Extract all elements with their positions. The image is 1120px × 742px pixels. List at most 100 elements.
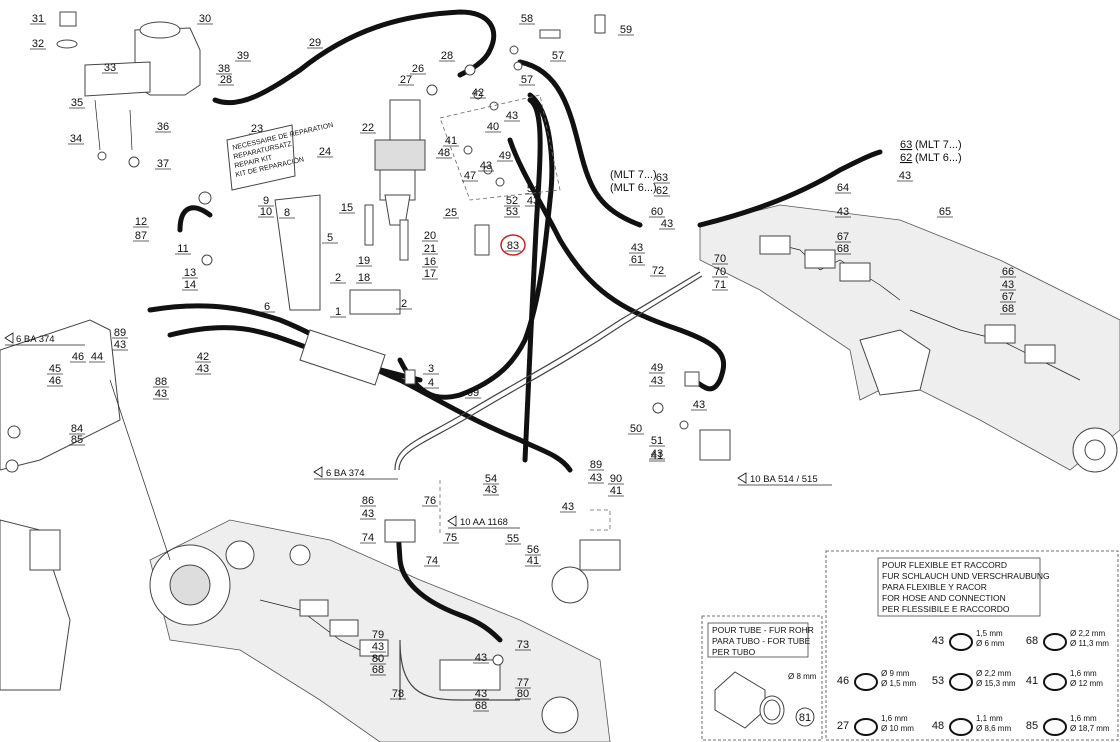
- callout-43: 43: [485, 484, 497, 496]
- legend-size-a: 1,5 mm: [976, 629, 1003, 638]
- tube-legend-81: 81: [799, 712, 811, 724]
- legend-size-b: Ø 18,7 mm: [1070, 724, 1110, 733]
- legend-item-85: 85 1,6 mmØ 18,7 mm: [1026, 714, 1110, 736]
- o-ring-icon: [949, 718, 973, 736]
- callout-86: 86: [362, 495, 374, 507]
- legend-num: 85: [1026, 720, 1038, 732]
- callout-48: 48: [438, 147, 450, 159]
- callout-68: 68: [475, 700, 487, 712]
- svg-text:PER TUBO: PER TUBO: [712, 647, 756, 657]
- callout-41: 41: [610, 485, 622, 497]
- legend-size-a: Ø 9 mm: [881, 669, 910, 678]
- callout-58: 58: [521, 13, 533, 25]
- legend-item-43: 431,5 mmØ 6 mm: [932, 629, 1005, 651]
- callout-68: 68: [837, 243, 849, 255]
- callout-1: 1: [335, 306, 341, 318]
- callout-43: 43: [590, 472, 602, 484]
- legend-size-b: Ø 8,6 mm: [976, 724, 1011, 733]
- model-ref-63-text: (MLT 7...): [915, 139, 962, 151]
- callout-44: 44: [91, 351, 103, 363]
- o-ring-icon: [949, 633, 973, 651]
- model-ref-62-text: (MLT 6...): [915, 152, 962, 164]
- callout-33: 33: [104, 62, 116, 74]
- callout-67: 67: [1002, 291, 1014, 303]
- callout-42: 42: [472, 87, 484, 99]
- callout-37: 37: [157, 158, 169, 170]
- cross-ref-3: 10 AA 1168: [447, 515, 520, 529]
- callout-43: 43: [899, 170, 911, 182]
- legend-item-46: 46 Ø 9 mmØ 1,5 mm: [837, 669, 916, 691]
- svg-text:10 BA 514 / 515: 10 BA 514 / 515: [750, 474, 818, 485]
- callout-42: 42: [197, 351, 209, 363]
- svg-text:POUR FLEXIBLE ET RACCORD: POUR FLEXIBLE ET RACCORD: [882, 560, 1007, 570]
- callout-18: 18: [358, 272, 370, 284]
- callout-78: 78: [392, 688, 404, 700]
- legend-size-b: Ø 1,5 mm: [881, 679, 916, 688]
- legend-size-b: Ø 11,3 mm: [1070, 639, 1109, 648]
- callout-43: 43: [197, 363, 209, 375]
- callout-56: 56: [527, 544, 539, 556]
- cross-ref-1: 6 BA 374: [4, 332, 85, 346]
- legend-size-b: Ø 10 mm: [881, 724, 914, 733]
- svg-text:6 BA 374: 6 BA 374: [16, 334, 55, 345]
- callout-46: 46: [72, 351, 84, 363]
- legend-item-53: 53Ø 2,2 mmØ 15,3 mm: [932, 669, 1016, 691]
- svg-text:POUR TUBE - FUR ROHR: POUR TUBE - FUR ROHR: [712, 625, 814, 635]
- legend-size-a: 1,6 mm: [881, 714, 908, 723]
- callout-61: 61: [631, 254, 643, 266]
- callout-43: 43: [506, 110, 518, 122]
- legend-num: 46: [837, 675, 849, 687]
- svg-text:PARA FLEXIBLE Y RACOR: PARA FLEXIBLE Y RACOR: [882, 582, 987, 592]
- callout-9: 9: [263, 195, 269, 207]
- legend-item-68: 68Ø 2,2 mmØ 11,3 mm: [1026, 629, 1109, 651]
- callout-70: 70: [714, 253, 726, 265]
- frame-drawing: [0, 319, 171, 691]
- svg-text:6 BA 374: 6 BA 374: [326, 468, 365, 479]
- callout-46: 46: [49, 375, 61, 387]
- callout-45: 45: [49, 363, 61, 375]
- svg-text:PER FLESSIBILE E RACCORDO: PER FLESSIBILE E RACCORDO: [882, 604, 1010, 614]
- callout-54: 54: [527, 183, 539, 195]
- callout-43: 43: [661, 218, 673, 230]
- callout-75: 75: [445, 532, 457, 544]
- callout-28: 28: [220, 74, 232, 86]
- callout-10: 10: [260, 206, 272, 218]
- callout-25: 25: [445, 207, 457, 219]
- callout-43: 43: [114, 339, 126, 351]
- callout-38: 38: [218, 63, 230, 75]
- callout-5: 5: [327, 232, 333, 244]
- callout-68: 68: [372, 664, 384, 676]
- callout-3: 3: [428, 363, 434, 375]
- callout-60: 60: [651, 206, 663, 218]
- callout-36: 36: [157, 121, 169, 133]
- o-ring-icon: [1043, 633, 1067, 651]
- callout-70: 70: [714, 266, 726, 278]
- legend-item-48: 481,1 mmØ 8,6 mm: [932, 714, 1011, 736]
- callout-11: 11: [177, 243, 188, 255]
- callout-77: 77: [517, 677, 529, 689]
- model-ref-63: 63: [900, 139, 912, 151]
- callout-20: 20: [424, 230, 436, 242]
- callout-43: 43: [1002, 279, 1014, 291]
- callout-35: 35: [71, 97, 83, 109]
- o-ring-icon: [1043, 673, 1067, 691]
- callout-59: 59: [620, 24, 632, 36]
- callout-43: 43: [372, 641, 384, 653]
- callout-41: 41: [445, 135, 457, 147]
- callout-17: 17: [424, 268, 436, 280]
- callout-71: 71: [714, 279, 726, 291]
- callout-41: 41: [527, 555, 539, 567]
- callout-47: 47: [464, 170, 476, 182]
- legend-size-b: Ø 15,3 mm: [976, 679, 1016, 688]
- callout-31: 31: [32, 13, 44, 25]
- callout-51: 51: [651, 435, 663, 447]
- legend-size-a: 1,6 mm: [1070, 714, 1097, 723]
- legend-size-a: 1,1 mm: [976, 714, 1003, 723]
- callout-73: 73: [517, 639, 529, 651]
- callout-19: 19: [358, 255, 370, 267]
- callout-27: 27: [400, 74, 412, 86]
- callout-16: 16: [424, 256, 436, 268]
- rear-axle-drawing: [699, 204, 1120, 473]
